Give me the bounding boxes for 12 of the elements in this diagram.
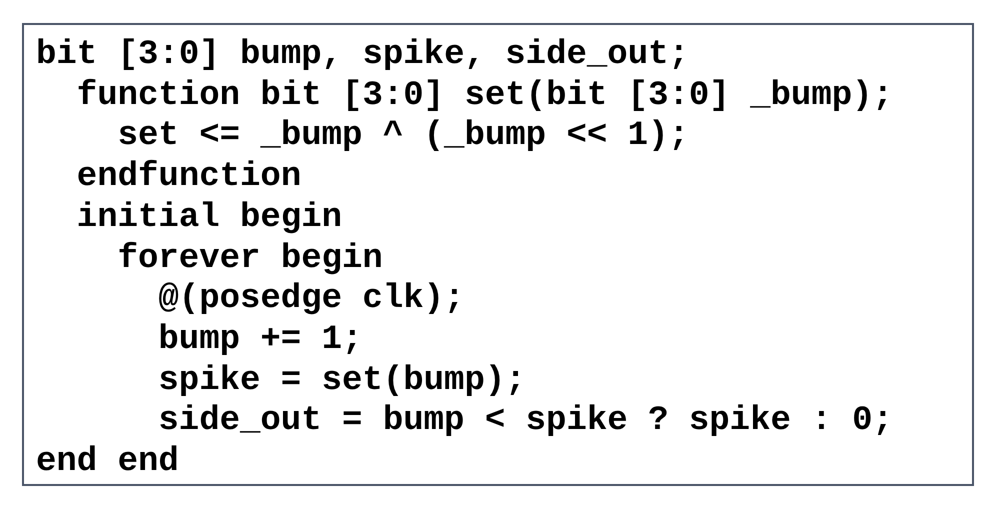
code-line: function bit [3:0] set(bit [3:0] _bump); <box>76 76 893 116</box>
code-line: end end <box>36 442 179 482</box>
code-line: forever begin <box>118 238 383 278</box>
code-line: bit [3:0] bump, spike, side_out; <box>36 35 689 75</box>
code-line: endfunction <box>76 157 302 198</box>
code-line: @(posedge clk); <box>158 279 464 320</box>
code-line: side_out = bump < spike ? spike : 0; <box>158 401 893 442</box>
code-line: set <= _bump ^ (_bump << 1); <box>118 116 689 156</box>
code-line: bump += 1; <box>158 320 362 360</box>
code-line: initial begin <box>76 198 342 238</box>
code-panel <box>22 23 974 486</box>
code-line: spike = set(bump); <box>158 360 526 401</box>
